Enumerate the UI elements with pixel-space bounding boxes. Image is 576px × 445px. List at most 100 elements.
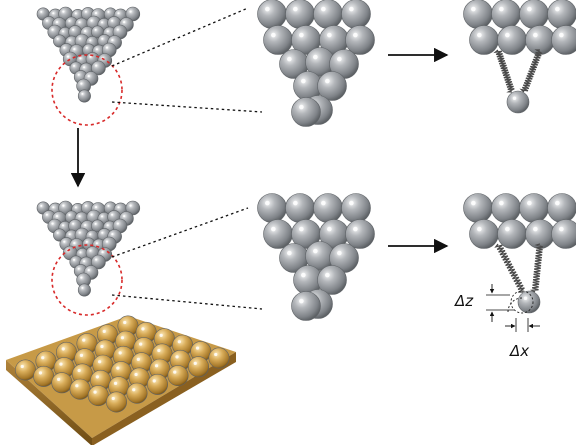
delta-x-label: Δx: [509, 342, 529, 360]
atom-highlight: [45, 19, 48, 22]
tip-atom: [77, 283, 91, 297]
atom-highlight: [73, 258, 76, 261]
atom-highlight: [95, 64, 98, 67]
atom-highlight: [265, 200, 270, 206]
atom-highlight: [73, 48, 76, 51]
atom-highlight: [68, 233, 71, 236]
atom-highlight: [78, 215, 81, 218]
atom-highlight: [94, 222, 97, 225]
atom-highlight: [101, 231, 104, 234]
support-atom: [551, 219, 576, 249]
atom-highlight: [55, 21, 59, 24]
atom-highlight: [111, 233, 114, 236]
support-atom: [497, 219, 527, 249]
atom-highlight: [106, 30, 109, 33]
atom-highlight: [78, 37, 81, 40]
atom-highlight: [117, 206, 120, 209]
atom-highlight: [523, 296, 528, 301]
atom-highlight: [527, 6, 532, 12]
atom-highlight: [555, 6, 560, 12]
atom-highlight: [79, 353, 84, 357]
support-atom: [547, 193, 576, 223]
atom-highlight: [141, 327, 145, 331]
spring-model-top: [463, 0, 576, 114]
apex-atom: [257, 0, 287, 29]
atom-highlight: [193, 361, 197, 365]
atom-highlight: [214, 352, 218, 357]
support-atom: [519, 0, 549, 29]
atom-highlight: [505, 226, 510, 232]
highlight-circle-bottom: [51, 244, 123, 316]
atom-highlight: [56, 231, 59, 234]
atom-highlight: [325, 272, 330, 278]
gold-atom: [167, 365, 189, 387]
atom-highlight: [93, 390, 97, 394]
atom-highlight: [72, 222, 75, 225]
delta-z-label: Δz: [454, 292, 474, 310]
zoom-guide-top-lower: [111, 101, 263, 113]
atom-highlight: [62, 10, 65, 13]
atom-highlight: [40, 10, 43, 13]
atom-highlight: [337, 250, 342, 256]
atom-highlight: [68, 213, 71, 216]
apex-atom: [317, 71, 347, 101]
atom-highlight: [95, 48, 98, 51]
atom-highlight: [73, 64, 76, 67]
atom-highlight: [89, 233, 92, 236]
atom-highlight: [52, 12, 55, 15]
spring-icon: [529, 243, 544, 293]
atom-highlight: [353, 32, 358, 38]
gold-atom: [106, 391, 128, 413]
atom-highlight: [271, 226, 276, 232]
apex-atom: [285, 0, 315, 29]
atom-highlight: [84, 204, 87, 207]
atom-highlight: [80, 276, 83, 279]
atom-highlight: [512, 96, 517, 101]
atom-highlight: [82, 338, 86, 342]
atom-highlight: [62, 30, 65, 33]
atom-highlight: [63, 240, 66, 243]
atom-highlight: [38, 371, 43, 375]
atom-highlight: [66, 55, 70, 58]
atom-highlight: [349, 6, 354, 12]
atom-highlight: [527, 200, 532, 206]
atom-highlight: [559, 226, 564, 232]
atom-highlight: [101, 215, 104, 218]
support-atom: [491, 0, 521, 29]
apex-atom: [257, 193, 287, 223]
atom-highlight: [77, 267, 80, 270]
atom-highlight: [111, 213, 114, 216]
apex-atom: [341, 0, 371, 29]
atom-highlight: [77, 368, 81, 373]
atom-highlight: [80, 82, 83, 85]
atom-highlight: [101, 37, 104, 40]
atom-highlight: [62, 204, 65, 207]
atom-highlight: [555, 200, 560, 206]
support-atom: [497, 25, 527, 55]
atom-highlight: [154, 364, 159, 368]
atom-highlight: [117, 12, 120, 15]
apex-atom: [313, 0, 343, 29]
atom-highlight: [299, 32, 304, 38]
support-atom: [551, 25, 576, 55]
atom-highlight: [175, 355, 179, 359]
atom-highlight: [111, 396, 115, 401]
atom-highlight: [57, 377, 61, 381]
apex-atom: [291, 97, 321, 127]
atom-highlight: [152, 379, 156, 383]
atom-highlight: [559, 32, 564, 38]
atom-highlight: [159, 333, 163, 337]
gold-atom: [188, 356, 210, 378]
atom-highlight: [78, 231, 81, 234]
atom-highlight: [40, 204, 43, 207]
atom-highlight: [89, 249, 92, 252]
atom-highlight: [61, 347, 65, 351]
atom-highlight: [84, 224, 87, 227]
spring-icon: [494, 243, 525, 293]
zoom-guide-top-upper: [111, 7, 249, 67]
tip-apex-atom: [506, 90, 530, 114]
atom-highlight: [51, 222, 54, 225]
atom-highlight: [123, 21, 126, 24]
spring-icon: [493, 49, 515, 93]
atom-highlight: [301, 272, 306, 278]
